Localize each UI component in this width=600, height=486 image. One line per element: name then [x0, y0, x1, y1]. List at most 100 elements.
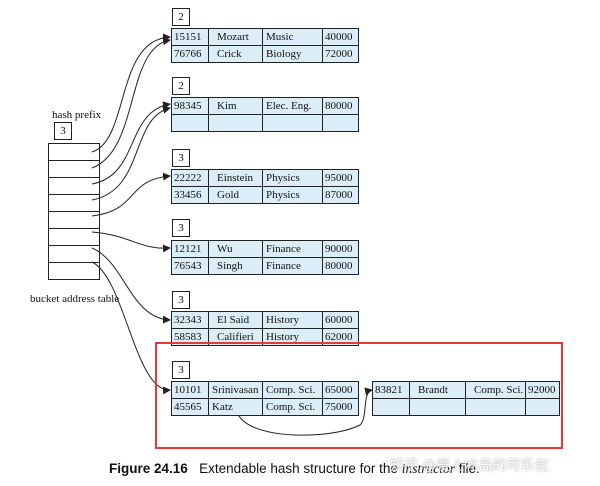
- bucket-record: 83821 Brandt Comp. Sci. 92000: [373, 382, 559, 398]
- record-name: Califieri: [208, 329, 262, 345]
- record-id: 76766: [174, 48, 202, 60]
- bucket-record: 15151 Mozart Music 40000: [172, 29, 358, 45]
- bucket-3: 22222 Einstein Physics 95000 33456 Gold …: [171, 169, 359, 204]
- arrow-overflow-chain: [237, 387, 373, 436]
- arrow-slot7-bucket6: [91, 261, 171, 395]
- hash-slot: [49, 161, 99, 178]
- bucket-record: 32343 El Said History 60000: [172, 312, 358, 328]
- record-id: 58583: [174, 331, 202, 343]
- arrow-slot1-bucket1: [91, 37, 171, 169]
- arrow-slot6-bucket5: [91, 247, 171, 324]
- record-name: Einstein: [208, 170, 262, 186]
- record-name: [208, 115, 262, 131]
- record-id: 76543: [174, 260, 202, 272]
- bucket-record: 76766 Crick Biology 72000: [172, 45, 358, 62]
- record-dept: Physics: [262, 187, 322, 203]
- bucket-record: 98345 Kim Elec. Eng. 80000: [172, 98, 358, 114]
- record-salary: 92000: [525, 382, 559, 398]
- bucket-4: 12121 Wu Finance 90000 76543 Singh Finan…: [171, 240, 359, 275]
- record-dept: History: [262, 329, 322, 345]
- arrow-slot5-bucket4: [91, 231, 171, 253]
- record-dept: Comp. Sci.: [262, 382, 322, 398]
- record-id: 12121: [174, 243, 202, 255]
- arrow-slot2-bucket2: [91, 101, 171, 185]
- record-id: [172, 115, 208, 131]
- bucket-address-table: [48, 143, 100, 280]
- record-name: Katz: [208, 399, 262, 415]
- record-name: [409, 399, 465, 415]
- record-name: Kim: [208, 98, 262, 114]
- record-salary: 40000: [322, 29, 358, 45]
- arrow-slot0-bucket1: [91, 33, 171, 153]
- bucket-record: [172, 114, 358, 131]
- record-dept: Finance: [262, 258, 322, 274]
- overflow-bucket: 83821 Brandt Comp. Sci. 92000: [372, 381, 560, 416]
- bucket-4-depth: 3: [172, 219, 190, 237]
- bucket-record: 58583 Califieri History 62000: [172, 328, 358, 345]
- bucket-1: 15151 Mozart Music 40000 76766 Crick Bio…: [171, 28, 359, 63]
- record-dept: [262, 115, 322, 131]
- record-id: 98345: [174, 100, 202, 112]
- record-salary: 87000: [322, 187, 358, 203]
- record-name: Crick: [208, 46, 262, 62]
- figure-number: Figure 24.16: [109, 461, 188, 476]
- bucket-2: 98345 Kim Elec. Eng. 80000: [171, 97, 359, 132]
- record-name: Mozart: [208, 29, 262, 45]
- highlight-box: [155, 342, 563, 449]
- record-salary: 90000: [322, 241, 358, 257]
- record-salary: 95000: [322, 170, 358, 186]
- record-salary: 80000: [322, 258, 358, 274]
- record-id: 32343: [174, 314, 202, 326]
- record-name: Singh: [208, 258, 262, 274]
- bucket-6-depth: 3: [172, 361, 190, 379]
- record-id: 10101: [174, 384, 202, 396]
- record-salary: 80000: [322, 98, 358, 114]
- record-name: Srinivasan: [208, 382, 262, 398]
- record-id: [373, 399, 409, 415]
- record-name: El Said: [208, 312, 262, 328]
- bucket-record: 12121 Wu Finance 90000: [172, 241, 358, 257]
- hash-slot: [49, 178, 99, 195]
- bucket-record: [373, 398, 559, 415]
- record-name: Wu: [208, 241, 262, 257]
- record-salary: [525, 399, 559, 415]
- record-id: 15151: [174, 31, 202, 43]
- watermark: 知乎 @爱上冰岛的可乐包: [390, 458, 549, 474]
- record-id: 33456: [174, 189, 202, 201]
- caption-text: Extendable hash structure for the: [199, 461, 398, 476]
- record-dept: Physics: [262, 170, 322, 186]
- bucket-address-table-label: bucket address table: [30, 293, 120, 305]
- figure-caption: Figure 24.16 Extendable hash structure f…: [109, 461, 480, 477]
- hash-slot: [49, 246, 99, 263]
- bucket-record: 76543 Singh Finance 80000: [172, 257, 358, 274]
- bucket-2-depth: 2: [172, 77, 190, 95]
- global-depth: 3: [54, 122, 72, 140]
- record-dept: Finance: [262, 241, 322, 257]
- caption-suffix: file.: [458, 461, 480, 476]
- record-id: 45565: [174, 401, 202, 413]
- record-name: Brandt: [409, 382, 465, 398]
- record-dept: [465, 399, 525, 415]
- record-dept: Comp. Sci.: [262, 399, 322, 415]
- record-salary: 72000: [322, 46, 358, 62]
- record-salary: [322, 115, 358, 131]
- bucket-3-depth: 3: [172, 149, 190, 167]
- hash-slot: [49, 263, 99, 280]
- record-name: Gold: [208, 187, 262, 203]
- bucket-record: 33456 Gold Physics 87000: [172, 186, 358, 203]
- record-salary: 75000: [322, 399, 358, 415]
- bucket-5: 32343 El Said History 60000 58583 Califi…: [171, 311, 359, 346]
- bucket-5-depth: 3: [172, 291, 190, 309]
- hash-slot: [49, 212, 99, 229]
- hash-slot: [49, 195, 99, 212]
- hash-prefix-label: hash prefix: [52, 109, 102, 121]
- bucket-record: 22222 Einstein Physics 95000: [172, 170, 358, 186]
- bucket-1-depth: 2: [172, 8, 190, 26]
- record-salary: 65000: [322, 382, 358, 398]
- record-salary: 62000: [322, 329, 358, 345]
- record-id: 22222: [174, 172, 202, 184]
- record-dept: Music: [262, 29, 322, 45]
- record-id: 83821: [375, 384, 403, 396]
- caption-relation: instructor: [401, 461, 455, 476]
